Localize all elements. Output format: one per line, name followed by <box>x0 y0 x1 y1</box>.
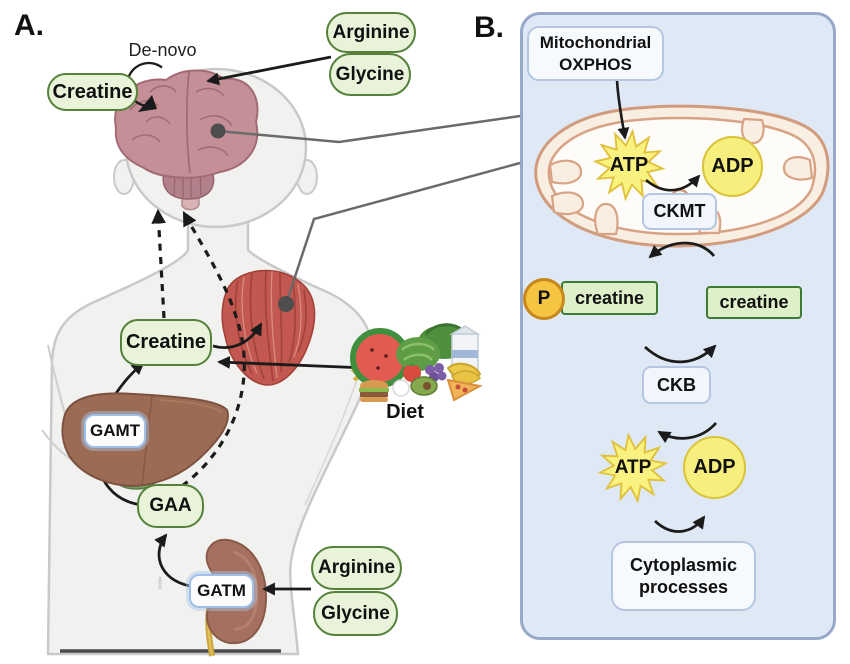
diet-label: Diet <box>386 401 424 423</box>
panel-b-label: B. <box>474 11 504 44</box>
panel-a-label: A. <box>14 9 44 42</box>
mitochondrial-oxphos-box: Mitochondrial OXPHOS <box>527 26 664 81</box>
arginine-bottom-box: Arginine <box>311 546 402 590</box>
atp-starburst-cyto-icon <box>597 432 669 504</box>
diet-foods-icon <box>350 323 483 402</box>
atp-mito-label: ATP <box>609 153 649 176</box>
phosphate-circle: P <box>523 278 565 320</box>
callout-lines <box>210 114 521 312</box>
arrow-phosphocreatine-to-creatine <box>644 344 717 364</box>
oxphos-line1: Mitochondrial <box>539 33 652 53</box>
burger-icon <box>359 380 389 402</box>
gatm-enzyme-box: GATM <box>189 574 254 608</box>
de-novo-label: De-novo <box>128 39 197 60</box>
arrow-ckmt-to-phosphocreatine <box>648 241 716 259</box>
arrow-oxphos-to-atp <box>615 79 630 140</box>
oxphos-line2: OXPHOS <box>559 54 632 74</box>
callout-line-muscle <box>284 161 521 305</box>
arrow-aminoacids-to-denovo <box>206 55 332 86</box>
callout-dot-brain <box>210 123 226 139</box>
creatine-box: creatine <box>706 286 802 319</box>
callout-line-brain <box>217 114 521 144</box>
arrow-atp-to-adp-cyto <box>654 515 706 533</box>
panel-b-arrows <box>615 79 718 533</box>
creatine-body-box: Creatine <box>120 319 212 366</box>
dashed-arrow-creatine-to-brain <box>151 208 167 319</box>
callout-dot-muscle <box>278 296 294 312</box>
atp-starburst-mito-icon <box>592 128 666 202</box>
atp-cyto-label: ATP <box>614 457 652 478</box>
arrow-gatm-to-gaa <box>154 533 198 589</box>
gamt-enzyme-box: GAMT <box>84 414 146 448</box>
dashed-arrow-gaa-to-brain <box>181 211 246 488</box>
adp-mito-circle: ADP <box>702 136 763 197</box>
creatine-brain-box: Creatine <box>47 73 138 111</box>
cytoplasmic-processes-box: Cytoplasmic processes <box>611 541 756 611</box>
glycine-top-box: Glycine <box>329 53 411 96</box>
arginine-top-box: Arginine <box>326 12 416 53</box>
glycine-bottom-box: Glycine <box>313 591 398 636</box>
arrow-ckb-to-atp <box>657 422 718 444</box>
ckmt-enzyme-box: CKMT <box>642 193 717 230</box>
gaa-box: GAA <box>137 484 204 528</box>
arrow-atp-to-adp-mito <box>645 174 701 192</box>
cyto-line1: Cytoplasmic <box>629 554 738 575</box>
adp-cyto-circle: ADP <box>683 436 746 499</box>
ckb-enzyme-box: CKB <box>642 366 711 404</box>
cyto-line2: processes <box>638 577 729 597</box>
phosphocreatine-box: creatine <box>561 281 658 315</box>
